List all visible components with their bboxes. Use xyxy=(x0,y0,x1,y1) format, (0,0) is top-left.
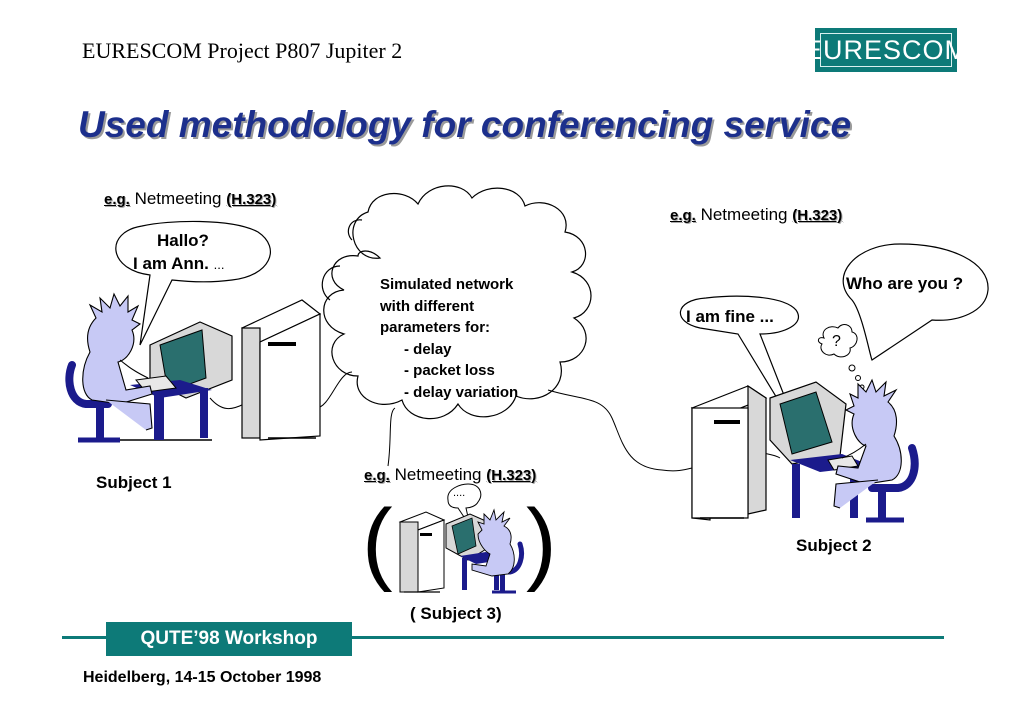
subject1-eg: e.g. xyxy=(104,191,130,208)
subject1-protocol: (H.323) xyxy=(226,191,277,208)
cloud-item-delay-variation: - delay variation xyxy=(404,383,519,401)
subject3-paren-close: ) xyxy=(526,491,557,593)
network-cloud xyxy=(321,185,592,420)
subject3-paren-open: ( xyxy=(362,491,393,593)
footer-place-date: Heidelberg, 14-15 October 1998 xyxy=(83,669,322,686)
slide-title: Used methodology for conferencing servic… xyxy=(78,104,852,145)
subject1-bubble-ellipsis: ... xyxy=(213,257,225,272)
footer-line-right xyxy=(352,636,944,639)
subject2-protocol: (H.323) xyxy=(792,207,843,224)
cloud-item-delay: - delay xyxy=(404,340,452,358)
i-am-fine-text: I am fine ... xyxy=(686,307,774,326)
subject2-workstation xyxy=(690,378,919,523)
header-title: EURESCOM Project P807 Jupiter 2 xyxy=(82,38,403,63)
speech-bubble-who-are-you xyxy=(842,243,989,361)
subject2-app-label: e.g. Netmeeting (H.323) xyxy=(670,205,842,225)
thought-question-mark: ? xyxy=(832,333,841,350)
subject1-workstation xyxy=(65,292,322,443)
speech-bubble-subject3 xyxy=(447,483,482,527)
cloud-item-packet-loss: - packet loss xyxy=(404,362,495,379)
subject3-workstation xyxy=(398,508,525,594)
subject1-label: Subject 1 xyxy=(96,473,172,492)
subject3-eg: e.g. xyxy=(364,467,390,484)
subject2-eg: e.g. xyxy=(670,207,696,224)
logo-text: EURESCOM xyxy=(804,33,967,67)
subject1-bubble-text: I am Ann. xyxy=(133,254,209,273)
cloud-line2: with different xyxy=(380,297,475,315)
workshop-banner: QUTE’98 Workshop xyxy=(106,622,352,656)
cloud-line1: Simulated network xyxy=(380,276,514,293)
subject1-bubble-line1: Hallo? xyxy=(157,231,209,250)
subject3-label: ( Subject 3) xyxy=(410,604,502,623)
who-are-you-text: Who are you ? xyxy=(846,274,964,293)
cloud-line3: parameters for: xyxy=(380,319,491,336)
speech-bubble-i-am-fine xyxy=(679,295,801,437)
eurescom-logo: EURESCOM xyxy=(804,28,967,72)
subject1-app: Netmeeting xyxy=(134,189,222,208)
subject3-protocol: (H.323) xyxy=(486,467,537,484)
subject1-bubble-line2: I am Ann. ... xyxy=(133,254,224,274)
subject3-app-label: e.g. Netmeeting (H.323) xyxy=(364,465,536,485)
subject3-bubble-text: .... xyxy=(453,487,466,499)
subject2-app: Netmeeting xyxy=(700,205,788,224)
footer-line-left xyxy=(62,636,106,639)
subject2-label: Subject 2 xyxy=(796,536,872,555)
cloud-description: Simulated network with different paramet… xyxy=(380,274,518,403)
subject1-app-label: e.g. Netmeeting (H.323) xyxy=(104,189,276,209)
thought-bubble xyxy=(817,324,865,390)
speech-bubble-subject1 xyxy=(115,220,271,346)
subject3-app: Netmeeting xyxy=(394,465,482,484)
